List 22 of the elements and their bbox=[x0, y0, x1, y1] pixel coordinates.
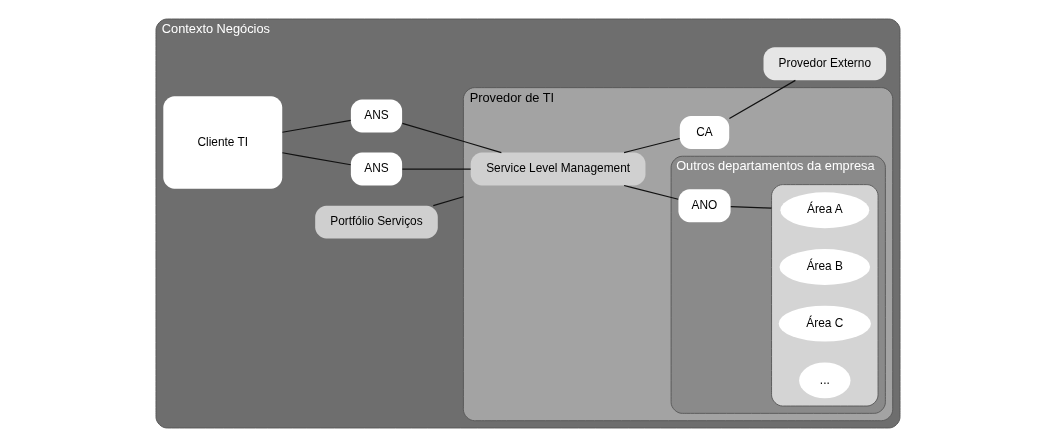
node-box: ANS bbox=[350, 99, 403, 133]
node-box: ANS bbox=[350, 152, 403, 186]
node-box: Service Level Management bbox=[470, 152, 646, 186]
node-ellipse: Área A bbox=[780, 192, 870, 229]
connector bbox=[401, 168, 472, 170]
node-box: Cliente TI bbox=[163, 96, 283, 189]
connector bbox=[281, 152, 352, 166]
node-box: Provedor Externo bbox=[763, 47, 887, 81]
node-box: CA bbox=[679, 116, 730, 149]
cluster bbox=[771, 184, 879, 407]
connector bbox=[432, 196, 464, 207]
node-box: ANO bbox=[678, 189, 731, 223]
node-ellipse: Área C bbox=[778, 305, 871, 342]
node-box: Portfólio Serviços bbox=[315, 205, 438, 239]
connector bbox=[623, 184, 679, 200]
connector bbox=[730, 206, 773, 209]
node-ellipse: Área B bbox=[779, 249, 871, 285]
connector bbox=[401, 122, 502, 154]
connector bbox=[623, 137, 681, 154]
node-ellipse: ... bbox=[799, 362, 851, 399]
connector bbox=[728, 79, 796, 120]
connector bbox=[281, 119, 352, 133]
